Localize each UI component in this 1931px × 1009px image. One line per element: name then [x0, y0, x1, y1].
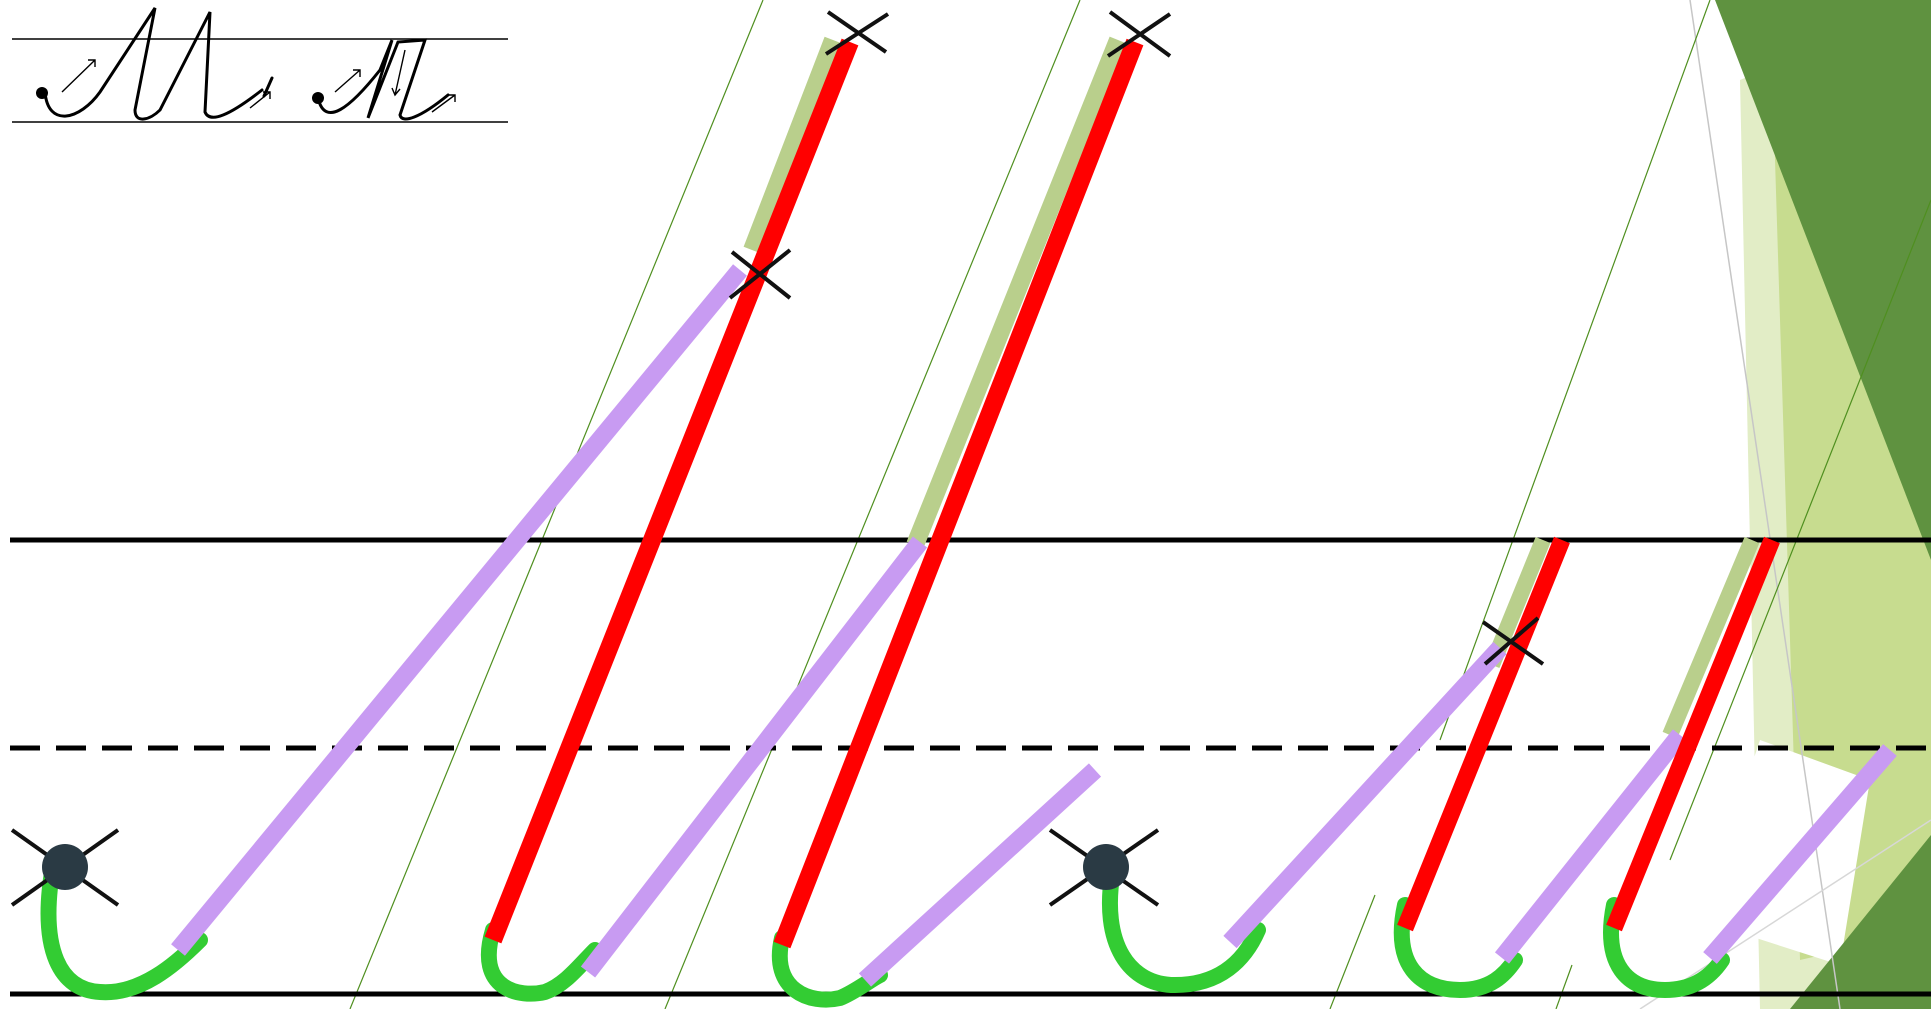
red-stroke [773, 38, 1144, 949]
arrow-icon [391, 49, 406, 97]
green-hook-stroke [1101, 862, 1266, 994]
capital-letter-strokes [10, 10, 1172, 1008]
violet-stroke [1703, 744, 1897, 964]
sample-start-dot-lower [312, 92, 324, 104]
sample-lower-m-script [316, 38, 450, 121]
violet-stroke [858, 763, 1102, 987]
cross-mark-icon [728, 248, 792, 300]
slant-guide-line [1439, 0, 1711, 741]
violet-stroke [1494, 729, 1688, 964]
deco-dark-triangle [1715, 0, 1931, 560]
arrow-icon [334, 69, 361, 93]
slant-guide-line [1329, 894, 1376, 1009]
cross-mark-icon [824, 10, 890, 56]
shadow-stroke [1662, 536, 1760, 739]
slant-guide-line [1555, 964, 1573, 1009]
violet-stroke [580, 536, 928, 978]
shadow-stroke [1484, 536, 1551, 669]
green-hook-stroke [1603, 897, 1730, 999]
shadow-stroke [743, 36, 842, 254]
cross-mark-icon [1106, 10, 1172, 58]
start-point-icon [1083, 844, 1129, 890]
sample-start-dot [36, 87, 48, 99]
red-stroke [484, 38, 859, 944]
arrow-icon [61, 59, 96, 93]
sample-capital-m-script [43, 7, 264, 121]
shadow-stroke [906, 36, 1127, 549]
deco-dark-triangle-bottom [1790, 835, 1931, 1009]
slant-guide-line [664, 0, 1081, 1009]
start-point-icon [42, 844, 88, 890]
green-hook-stroke [1393, 897, 1523, 999]
green-hook-stroke [40, 864, 208, 1001]
sample-letters [12, 7, 508, 123]
deco-thin-gray-line-2 [1639, 819, 1931, 1009]
red-stroke [1397, 536, 1570, 932]
violet-stroke [171, 264, 747, 956]
ruling-lines [10, 537, 1931, 997]
green-hook-stroke [480, 922, 603, 1002]
sample-middle-mark [262, 76, 274, 98]
arrow-icon [431, 94, 456, 113]
lowercase-letter-strokes [1048, 536, 1897, 999]
violet-stroke [1223, 641, 1507, 949]
slant-guides [349, 0, 1931, 1009]
cross-mark-icon [1481, 616, 1545, 666]
red-stroke [1606, 536, 1780, 932]
arrow-icon [249, 91, 271, 109]
green-hook-stroke [772, 930, 888, 1008]
